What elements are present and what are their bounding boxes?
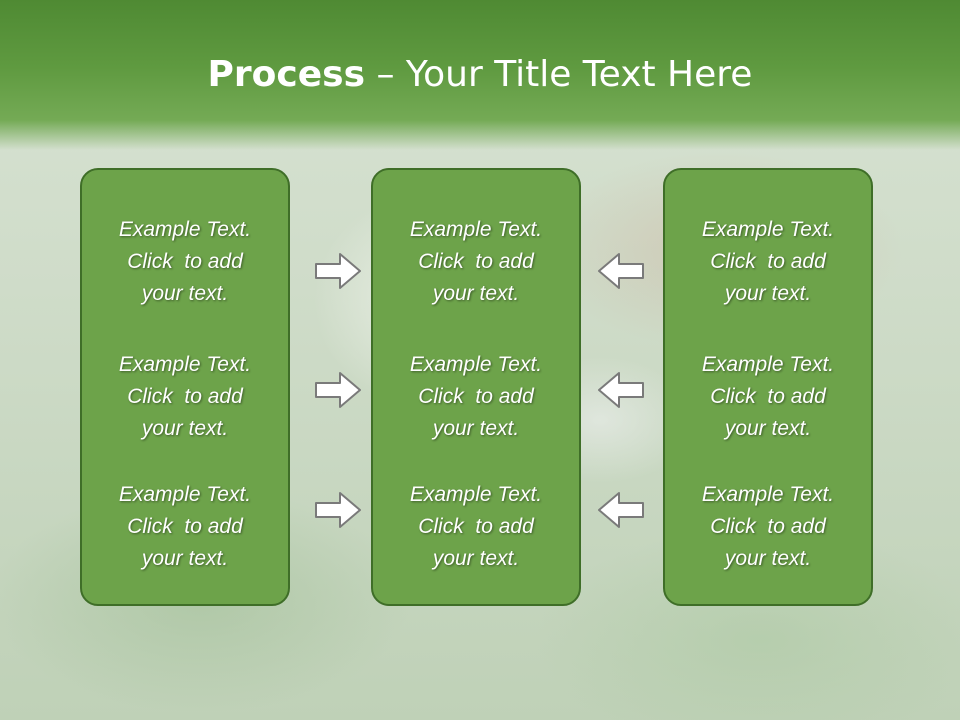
text-line: your text.	[724, 282, 812, 305]
text-line: Example Text.	[701, 483, 835, 506]
process-box-center[interactable]: Example Text. Click to add your text. Ex…	[371, 168, 581, 606]
text-line: Click to add	[127, 515, 243, 538]
text-line: Click to add	[710, 250, 826, 273]
text-line: Example Text.	[118, 483, 252, 506]
title-rest: – Your Title Text Here	[365, 54, 753, 95]
arrow-right-icon	[315, 492, 361, 528]
text-line: Example Text.	[409, 218, 543, 241]
text-line: your text.	[432, 282, 520, 305]
text-line: Example Text.	[409, 353, 543, 376]
text-block[interactable]: Example Text. Click to add your text.	[82, 349, 288, 445]
text-line: your text.	[432, 547, 520, 570]
arrow-right-icon	[315, 253, 361, 289]
text-line: your text.	[724, 417, 812, 440]
text-block[interactable]: Example Text. Click to add your text.	[82, 479, 288, 575]
text-line: Example Text.	[118, 218, 252, 241]
text-block[interactable]: Example Text. Click to add your text.	[373, 349, 579, 445]
text-line: Click to add	[418, 385, 534, 408]
text-line: Click to add	[418, 250, 534, 273]
text-block[interactable]: Example Text. Click to add your text.	[373, 214, 579, 310]
text-block[interactable]: Example Text. Click to add your text.	[82, 214, 288, 310]
text-block[interactable]: Example Text. Click to add your text.	[665, 214, 871, 310]
text-block[interactable]: Example Text. Click to add your text.	[665, 349, 871, 445]
text-line: Example Text.	[409, 483, 543, 506]
text-line: Click to add	[418, 515, 534, 538]
process-box-left[interactable]: Example Text. Click to add your text. Ex…	[80, 168, 290, 606]
text-line: Example Text.	[118, 353, 252, 376]
text-line: Click to add	[127, 250, 243, 273]
title-banner	[0, 0, 960, 150]
text-line: your text.	[141, 282, 229, 305]
text-line: your text.	[724, 547, 812, 570]
text-line: your text.	[141, 547, 229, 570]
text-line: your text.	[432, 417, 520, 440]
arrow-left-icon	[598, 372, 644, 408]
text-line: Example Text.	[701, 353, 835, 376]
title-bold: Process	[207, 54, 366, 95]
slide-title[interactable]: Process – Your Title Text Here	[0, 52, 960, 98]
arrow-left-icon	[598, 253, 644, 289]
text-line: Example Text.	[701, 218, 835, 241]
text-line: Click to add	[127, 385, 243, 408]
arrow-left-icon	[598, 492, 644, 528]
text-line: your text.	[141, 417, 229, 440]
text-block[interactable]: Example Text. Click to add your text.	[665, 479, 871, 575]
arrow-right-icon	[315, 372, 361, 408]
process-box-right[interactable]: Example Text. Click to add your text. Ex…	[663, 168, 873, 606]
text-block[interactable]: Example Text. Click to add your text.	[373, 479, 579, 575]
text-line: Click to add	[710, 385, 826, 408]
text-line: Click to add	[710, 515, 826, 538]
